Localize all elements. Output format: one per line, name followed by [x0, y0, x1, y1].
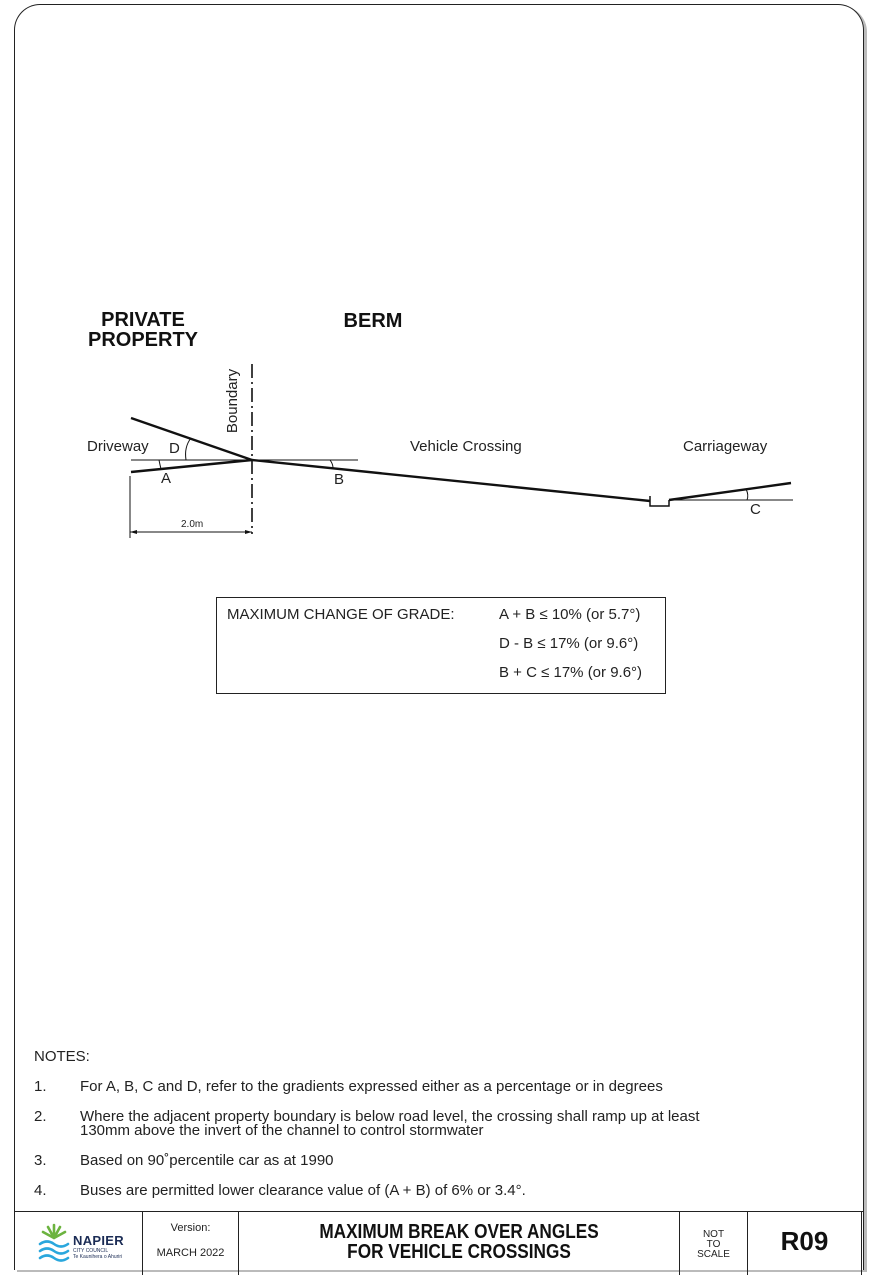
angle-b-arc	[329, 459, 334, 469]
notes-title: NOTES:	[34, 1048, 90, 1065]
title-cell: MAXIMUM BREAK OVER ANGLES FOR VEHICLE CR…	[239, 1212, 680, 1275]
logo-subtitle-line1: CITY COUNCIL	[73, 1248, 109, 1254]
logo-subtitle-line2: Te Kaunihera o Ahuriri	[73, 1254, 123, 1260]
note-number: 4.	[34, 1182, 47, 1199]
carriageway-label: Carriageway	[683, 438, 768, 455]
angle-a-label: A	[161, 470, 172, 487]
grade-rule-bc: B + C ≤ 17% (or 9.6°)	[499, 664, 643, 681]
note-number: 3.	[34, 1152, 47, 1169]
logo-name: NAPIER	[73, 1233, 124, 1248]
grade-change-box: MAXIMUM CHANGE OF GRADE: A + B ≤ 10% (or…	[216, 597, 666, 694]
angle-d-arc	[185, 437, 192, 461]
code-cell: R09	[748, 1212, 862, 1275]
version-value: MARCH 2022	[156, 1247, 225, 1259]
scale-note-line3: SCALE	[697, 1249, 730, 1260]
angle-c-label: C	[750, 501, 761, 518]
drawing-code: R09	[780, 1226, 829, 1256]
boundary-label: Boundary	[224, 368, 242, 434]
scale-note-line2: TO	[706, 1239, 721, 1250]
dimension-label: 2.0m	[181, 519, 204, 530]
angle-b-label: B	[334, 471, 345, 488]
note-number: 1.	[34, 1078, 47, 1095]
private-heading-line1: PRIVATE	[101, 309, 185, 331]
version-cell: Version: MARCH 2022	[143, 1212, 239, 1275]
title-block: NAPIER CITY COUNCIL Te Kaunihera o Ahuri…	[14, 1211, 864, 1275]
note-text: Buses are permitted lower clearance valu…	[80, 1182, 526, 1199]
grade-box-caption: MAXIMUM CHANGE OF GRADE:	[227, 606, 455, 623]
channel-notch	[649, 496, 670, 507]
scale-note: NOT TO SCALE	[680, 1230, 747, 1260]
driveway-grade-line	[130, 458, 253, 474]
driveway-steep-line	[130, 416, 253, 462]
dimension-arrow-right	[245, 530, 252, 534]
break-over-diagram	[129, 364, 793, 538]
napier-logo-icon	[38, 1223, 70, 1262]
angle-c-arc	[745, 488, 749, 501]
scale-note-line1: NOT	[702, 1229, 725, 1240]
grade-rule-db: D - B ≤ 17% (or 9.6°)	[499, 635, 639, 652]
angle-a-arc	[158, 459, 162, 470]
drawing-title-line1: MAXIMUM BREAK OVER ANGLES	[319, 1221, 599, 1243]
vehicle-crossing-line	[251, 458, 651, 503]
berm-heading: BERM	[343, 310, 403, 332]
scale-cell: NOT TO SCALE	[680, 1212, 748, 1275]
private-property-heading: PRIVATE PROPERTY	[78, 310, 208, 350]
note-text: Where the adjacent property boundary is …	[80, 1108, 700, 1139]
drawing-title: MAXIMUM BREAK OVER ANGLES FOR VEHICLE CR…	[270, 1222, 648, 1262]
logo-subtitle: CITY COUNCIL Te Kaunihera o Ahuriri	[73, 1248, 122, 1260]
version-label: Version:	[170, 1222, 211, 1234]
vehicle-crossing-label: Vehicle Crossing	[410, 438, 522, 455]
note-text: For A, B, C and D, refer to the gradient…	[80, 1078, 663, 1095]
carriageway-line	[668, 481, 792, 502]
dimension-arrow-left	[130, 530, 137, 534]
drawing-title-line2: FOR VEHICLE CROSSINGS	[347, 1241, 571, 1263]
note-number: 2.	[34, 1108, 47, 1125]
logo-cell: NAPIER CITY COUNCIL Te Kaunihera o Ahuri…	[14, 1212, 143, 1275]
angle-d-label: D	[169, 440, 180, 457]
driveway-label: Driveway	[87, 438, 149, 455]
grade-rule-ab: A + B ≤ 10% (or 5.7°)	[499, 606, 641, 623]
drawing-sheet-border	[14, 4, 864, 1270]
private-heading-line2: PROPERTY	[87, 329, 199, 351]
note-text: Based on 90˚percentile car as at 1990	[80, 1152, 334, 1169]
